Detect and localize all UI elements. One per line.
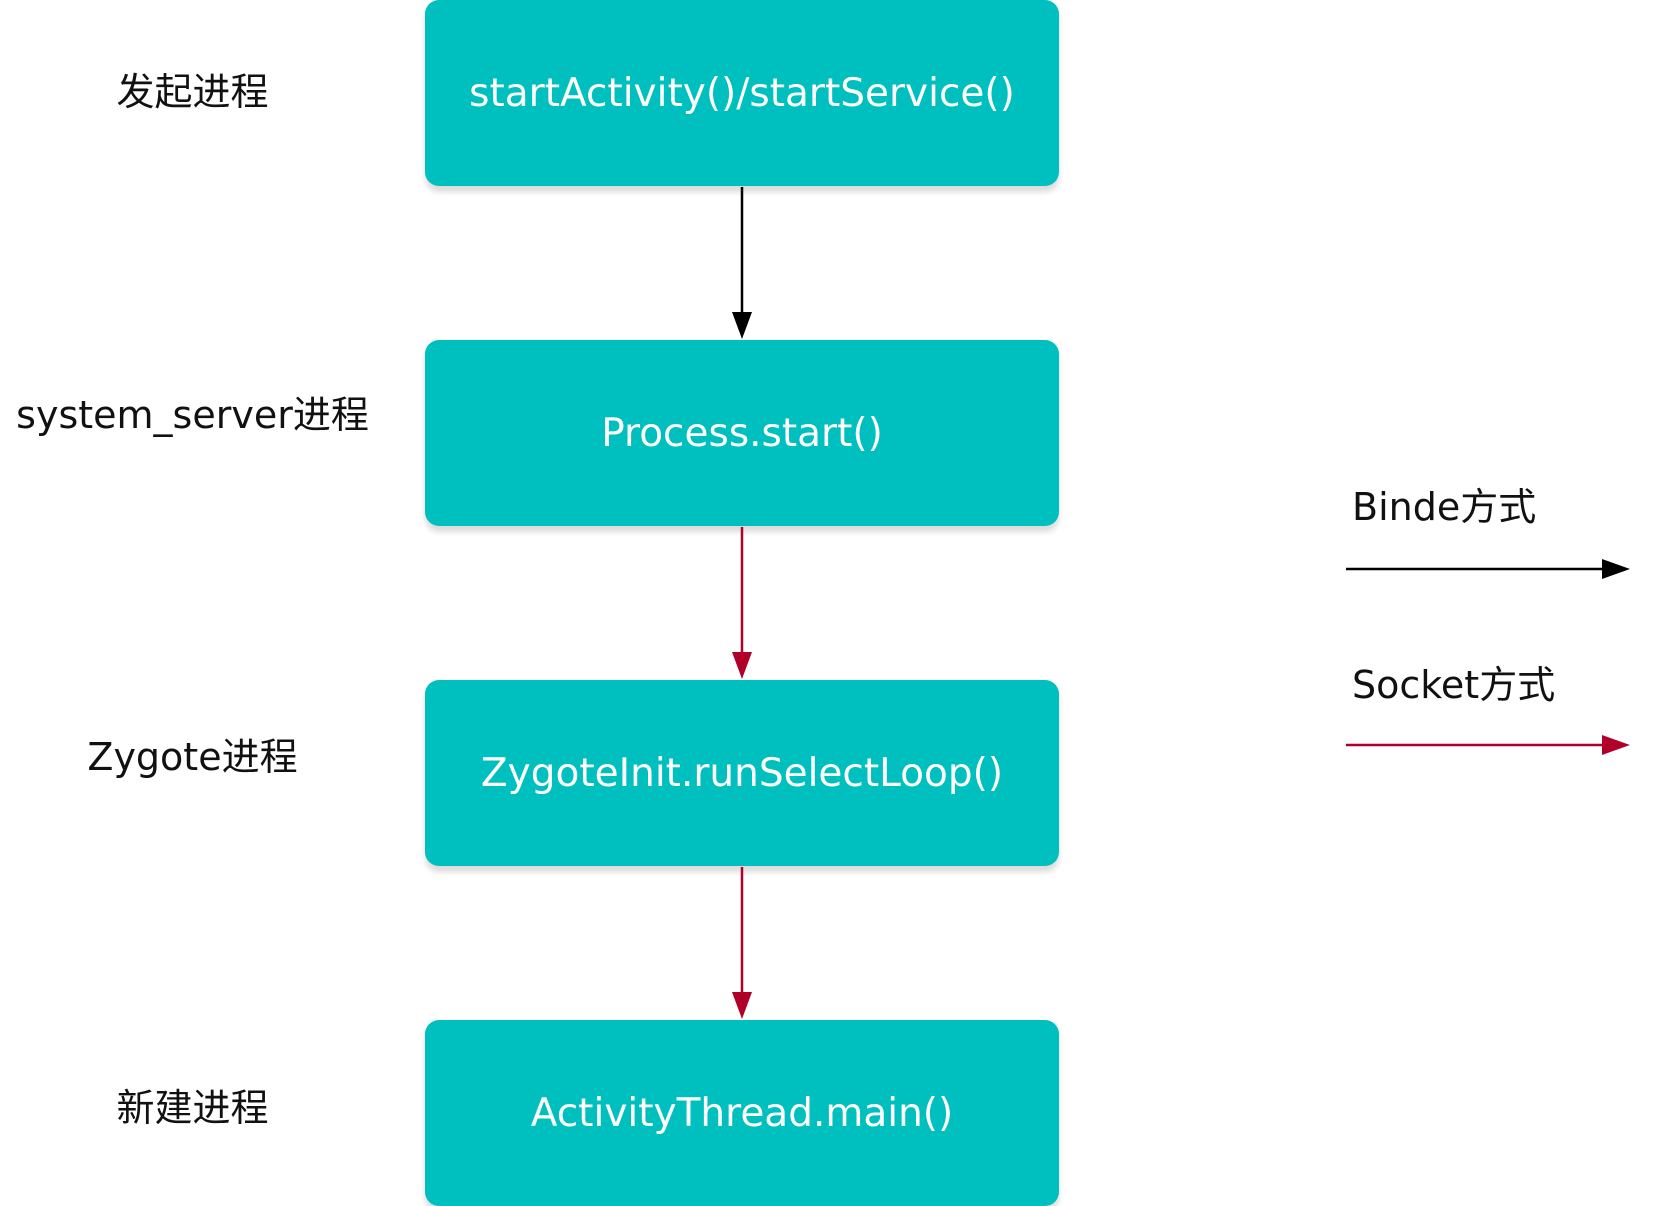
- binder-edge-start-to-system-server: [732, 187, 752, 339]
- process-label-initiator: 发起进程: [116, 70, 269, 114]
- legend-binder-line: [1346, 559, 1630, 579]
- legend-binder-label: Binde方式: [1352, 485, 1537, 529]
- flow-box-label: startActivity()/startService(): [469, 70, 1015, 116]
- flow-box-zygote-init: ZygoteInit.runSelectLoop(): [425, 680, 1059, 866]
- flow-box-process-start: Process.start(): [425, 340, 1059, 526]
- flow-box-start-activity: startActivity()/startService(): [425, 0, 1059, 186]
- legend-socket-label: Socket方式: [1352, 663, 1556, 707]
- process-label-zygote: Zygote进程: [87, 735, 298, 779]
- process-label-system-server: system_server进程: [16, 393, 369, 437]
- process-label-new-process: 新建进程: [116, 1086, 269, 1130]
- flow-box-label: Process.start(): [601, 410, 883, 456]
- socket-edge-zygote-to-new-process: [732, 867, 752, 1019]
- flow-box-label: ZygoteInit.runSelectLoop(): [480, 750, 1004, 796]
- flow-box-activity-thread: ActivityThread.main(): [425, 1020, 1059, 1206]
- flow-box-label: ActivityThread.main(): [530, 1090, 954, 1136]
- socket-edge-system-server-to-zygote: [732, 527, 752, 679]
- legend-socket-line: [1346, 735, 1630, 755]
